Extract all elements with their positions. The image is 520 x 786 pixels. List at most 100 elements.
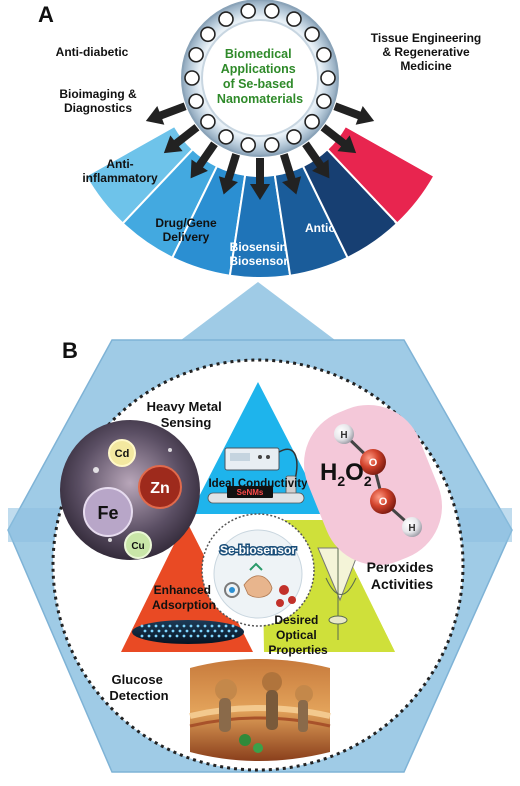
ring-bead: [184, 70, 200, 86]
atom-o2: O: [379, 496, 388, 508]
network-node: [196, 624, 200, 628]
ring-bead: [188, 93, 204, 110]
metal-cu: Cu: [131, 541, 144, 552]
segment-label-3: Anti-inflammatory: [82, 157, 158, 185]
ring-bead: [200, 26, 216, 43]
arrow-6: [280, 153, 302, 195]
network-node: [213, 629, 217, 633]
ring-bead: [264, 137, 280, 153]
network-node: [168, 624, 172, 628]
ring-beads: [184, 3, 336, 153]
se-biosensor-label: Se-biosensor: [220, 543, 296, 557]
ring-bead: [316, 93, 332, 110]
network-node: [171, 629, 175, 633]
glucose-label: Glucose Detection: [109, 672, 168, 703]
network-node: [199, 629, 203, 633]
metal-fe: Fe: [97, 503, 118, 523]
h2o2-formula: H2O2: [320, 459, 372, 489]
ring-bead: [316, 46, 332, 63]
center-title: Biomedical Applications of Se-based Nano…: [217, 47, 303, 106]
network-node: [140, 624, 144, 628]
network-node: [175, 624, 179, 628]
arrow-8: [320, 124, 357, 154]
device-label: SeNMs: [237, 488, 264, 497]
network-node: [154, 634, 158, 638]
network-node: [231, 624, 235, 628]
network-node: [210, 634, 214, 638]
optical-illustration: [317, 540, 361, 640]
fe-atom: [83, 487, 133, 537]
network-node: [189, 624, 193, 628]
ring-bead: [188, 46, 204, 63]
arrow-2: [163, 124, 200, 154]
adsorption-triangle: [121, 520, 253, 652]
center-disc: [201, 19, 319, 137]
atom-h1: H: [340, 430, 347, 441]
cu-atom: [124, 531, 152, 559]
arrow-9: [333, 102, 375, 125]
network-node: [217, 634, 221, 638]
biosensor-illustration: [224, 562, 296, 607]
network-node: [157, 629, 161, 633]
network-node: [196, 634, 200, 638]
arrow-1: [145, 102, 187, 125]
network-node: [140, 634, 144, 638]
panel-a-letter: A: [38, 2, 54, 27]
enhanced-adsorption-label: Enhanced Adsorption: [152, 583, 216, 612]
ring-bead: [240, 137, 256, 153]
network-node: [178, 629, 182, 633]
ring-bead: [240, 3, 256, 19]
peroxides-label: Peroxides Activities: [367, 559, 438, 592]
ring-bead: [218, 11, 234, 27]
ring-bead: [286, 11, 302, 27]
network-node: [175, 634, 179, 638]
arrow-3: [190, 141, 218, 179]
network-node: [161, 624, 165, 628]
atom-o1: O: [369, 457, 378, 469]
cell-membrane-illustration: [189, 659, 331, 761]
network-node: [150, 629, 154, 633]
segment-label-2: Bioimaging &Diagnostics: [59, 87, 137, 115]
ring-bead: [304, 113, 320, 130]
network-node: [182, 634, 186, 638]
ring-bead: [320, 70, 336, 86]
network-node: [182, 624, 186, 628]
application-arrows: [145, 102, 375, 200]
network-node: [210, 624, 214, 628]
heavy-metal-label: Heavy Metal Sensing: [147, 399, 226, 430]
h2o2-molecule: [334, 424, 422, 537]
network-node: [203, 624, 207, 628]
arrow-5: [250, 158, 270, 200]
network-node: [161, 634, 165, 638]
network-node: [164, 629, 168, 633]
metal-cd: Cd: [115, 448, 130, 460]
network-node: [143, 629, 147, 633]
network-node: [203, 634, 207, 638]
optical-label: Desired Optical Properties: [268, 613, 328, 657]
cd-atom: [108, 439, 136, 467]
panel-b: B SeNMs Ideal Conductivity Se-biosensor: [7, 282, 513, 773]
atom-h2: H: [408, 523, 415, 534]
network-node: [217, 624, 221, 628]
network-node: [147, 634, 151, 638]
network-node: [234, 629, 238, 633]
heavy-metal-bubble: [60, 420, 200, 560]
network-node: [220, 629, 224, 633]
ring-bead: [218, 129, 234, 145]
conductivity-device: SeNMs: [207, 447, 305, 504]
network-node: [154, 624, 158, 628]
network-node: [185, 629, 189, 633]
network-node: [147, 624, 151, 628]
segment-label-1: Anti-diabetic: [56, 45, 129, 59]
network-node: [227, 629, 231, 633]
ring-bead: [286, 129, 302, 145]
arrow-7: [302, 141, 330, 179]
network-node: [189, 634, 193, 638]
network-node: [168, 634, 172, 638]
network-node: [231, 634, 235, 638]
network-node: [224, 634, 228, 638]
metal-zn: Zn: [150, 480, 170, 497]
